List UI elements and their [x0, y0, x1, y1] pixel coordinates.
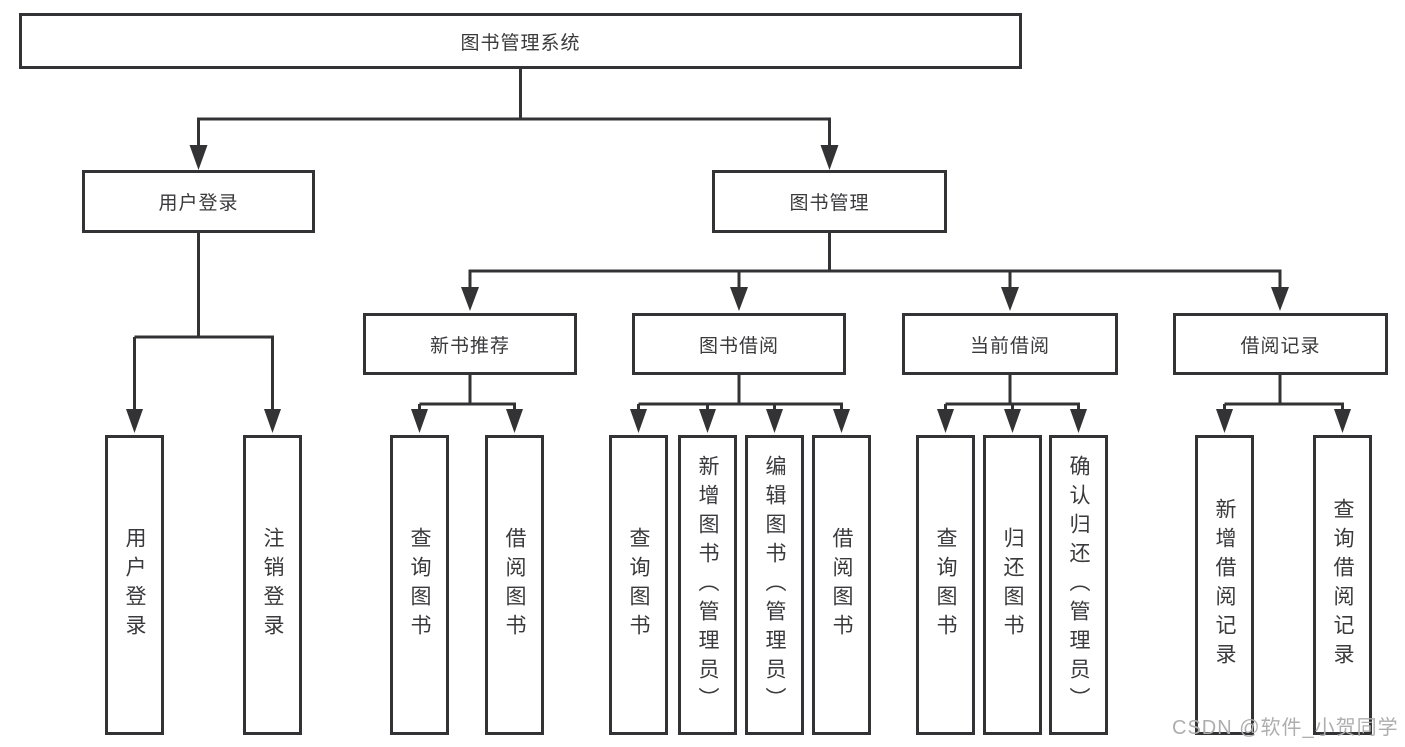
- arrowhead-icon: [1004, 409, 1021, 433]
- arrowhead-icon: [766, 409, 783, 433]
- connector-borrowing-elbow: [637, 375, 843, 414]
- arrowhead-icon: [461, 287, 479, 311]
- arrowhead-icon: [699, 409, 716, 433]
- leaf-label: 查询图书: [408, 527, 431, 643]
- arrowhead-icon: [820, 145, 839, 170]
- arrowhead-icon: [630, 409, 647, 433]
- leaf-label: 确认归还（管理员）: [1067, 454, 1090, 716]
- leaf-query-borrow-record: 查询借阅记录: [1313, 435, 1372, 735]
- connector-records-elbow: [1223, 375, 1344, 414]
- leaf-edit-book-admin: 编辑图书（管理员）: [745, 435, 804, 735]
- arrowhead-icon: [1001, 287, 1019, 311]
- leaf-add-borrow-record: 新增借阅记录: [1195, 435, 1254, 735]
- leaf-query-books-borrowing: 查询图书: [609, 435, 668, 735]
- node-book-borrowing: 图书借阅: [632, 313, 846, 375]
- connector-level2-elbow: [197, 117, 831, 150]
- node-label: 图书管理: [789, 193, 870, 214]
- csdn-watermark: CSDN @软件_小贺同学: [1172, 717, 1399, 739]
- leaf-label: 注销登录: [261, 527, 284, 643]
- leaf-label: 新增借阅记录: [1213, 498, 1236, 672]
- node-label: 图书借阅: [698, 335, 779, 357]
- leaf-label: 用户登录: [123, 527, 146, 643]
- leaf-label: 借阅图书: [503, 527, 526, 643]
- leaf-confirm-return-admin: 确认归还（管理员）: [1049, 435, 1108, 735]
- node-new-book-recommendation: 新书推荐: [363, 313, 577, 375]
- node-label: 用户登录: [158, 193, 239, 214]
- leaf-borrow-books-borrowing: 借阅图书: [812, 435, 871, 735]
- leaf-label: 新增图书（管理员）: [696, 454, 719, 716]
- leaf-label: 借阅图书: [830, 527, 853, 643]
- leaf-label: 编辑图书（管理员）: [763, 454, 786, 716]
- node-current-borrowing: 当前借阅: [902, 313, 1118, 375]
- arrowhead-icon: [264, 409, 281, 433]
- arrowhead-icon: [730, 287, 748, 311]
- leaf-query-books-recommend: 查询图书: [390, 435, 449, 735]
- arrowhead-icon: [937, 409, 954, 433]
- node-label: 借阅记录: [1240, 335, 1321, 357]
- leaf-logout-login: 注销登录: [243, 435, 302, 735]
- connector-current-elbow: [944, 375, 1080, 414]
- node-label: 图书管理系统: [460, 32, 581, 54]
- leaf-label: 查询图书: [627, 527, 650, 643]
- arrowhead-icon: [1070, 409, 1087, 433]
- leaf-borrow-books-recommend: 借阅图书: [485, 435, 544, 735]
- leaf-query-books-current: 查询图书: [916, 435, 975, 735]
- leaf-return-books: 归还图书: [983, 435, 1042, 735]
- arrowhead-icon: [1271, 287, 1289, 311]
- node-book-management: 图书管理: [712, 170, 947, 233]
- connector-level3-elbow: [468, 269, 1282, 292]
- node-user-login: 用户登录: [82, 170, 315, 233]
- node-label: 新书推荐: [429, 335, 510, 357]
- leaf-user-login: 用户登录: [105, 435, 164, 735]
- arrowhead-icon: [189, 145, 208, 170]
- arrowhead-icon: [506, 409, 523, 433]
- arrowhead-icon: [1216, 409, 1233, 433]
- node-label: 当前借阅: [969, 335, 1050, 357]
- arrowhead-icon: [126, 409, 143, 433]
- leaf-label: 归还图书: [1001, 527, 1024, 643]
- connector-userlogin-elbow: [133, 233, 274, 414]
- node-borrowing-records: 借阅记录: [1173, 313, 1388, 375]
- leaf-label: 查询图书: [934, 527, 957, 643]
- node-library-management-system: 图书管理系统: [19, 13, 1022, 69]
- arrowhead-icon: [833, 409, 850, 433]
- leaf-label: 查询借阅记录: [1331, 498, 1354, 672]
- leaf-add-book-admin: 新增图书（管理员）: [678, 435, 737, 735]
- arrowhead-icon: [411, 409, 428, 433]
- connector-newbook-elbow: [418, 375, 516, 414]
- arrowhead-icon: [1334, 409, 1351, 433]
